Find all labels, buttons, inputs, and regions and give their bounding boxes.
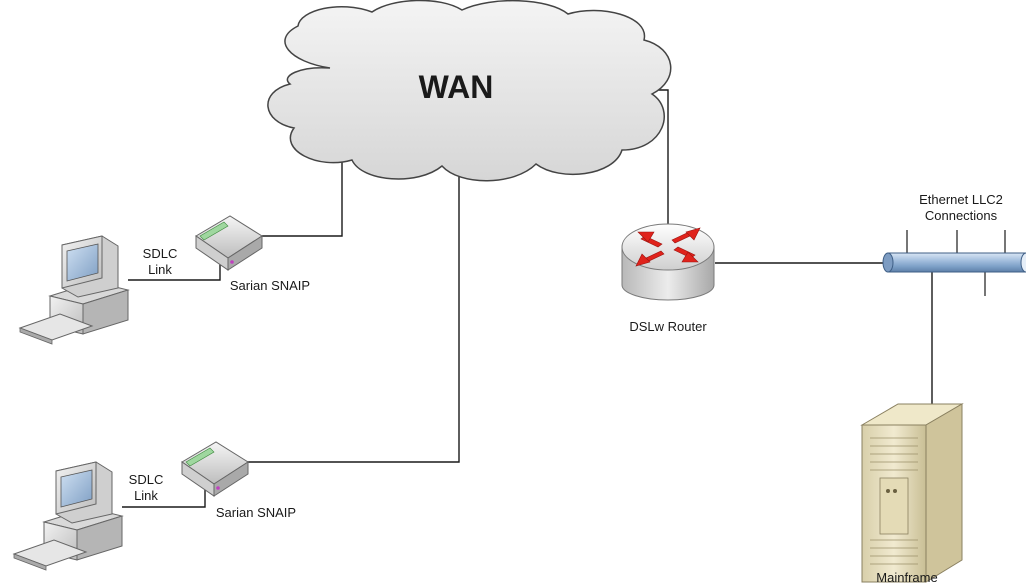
branch-2: SDLC Link Sarian SNAIP — [12, 441, 296, 571]
wan-to-snaip2-line — [246, 168, 460, 463]
workstation-icon — [18, 235, 130, 345]
wan-label: WAN — [419, 69, 494, 105]
mainframe-icon: Mainframe — [860, 403, 964, 585]
ethernet-pipe — [887, 252, 1026, 273]
sdlc-link-label-line1: SDLC — [143, 246, 178, 261]
sdlc-link-label-line2: Link — [148, 262, 172, 277]
snaip-label: Sarian SNAIP — [230, 278, 310, 293]
wan-cloud: WAN — [267, 0, 672, 182]
router-label: DSLw Router — [629, 319, 707, 334]
sdlc-link-label-line2: Link — [134, 488, 158, 503]
snaip-label: Sarian SNAIP — [216, 505, 296, 520]
ethernet-bus: Ethernet LLC2 Connections — [882, 192, 1026, 296]
ethernet-label-line1: Ethernet LLC2 — [919, 192, 1003, 207]
snaip-modem-icon — [195, 215, 263, 271]
branch-1: SDLC Link Sarian SNAIP — [18, 215, 310, 345]
workstation-icon — [12, 461, 124, 571]
sdlc-link-label-line1: SDLC — [129, 472, 164, 487]
ethernet-label-line2: Connections — [925, 208, 998, 223]
wan-to-snaip1-line — [262, 160, 343, 237]
snaip-modem-icon — [181, 441, 249, 497]
pc2-to-snaip2-line — [122, 490, 206, 508]
router-icon: DSLw Router — [621, 223, 715, 334]
pc1-to-snaip1-line — [128, 262, 221, 281]
mainframe-label-visible: Mainframe — [876, 570, 937, 585]
